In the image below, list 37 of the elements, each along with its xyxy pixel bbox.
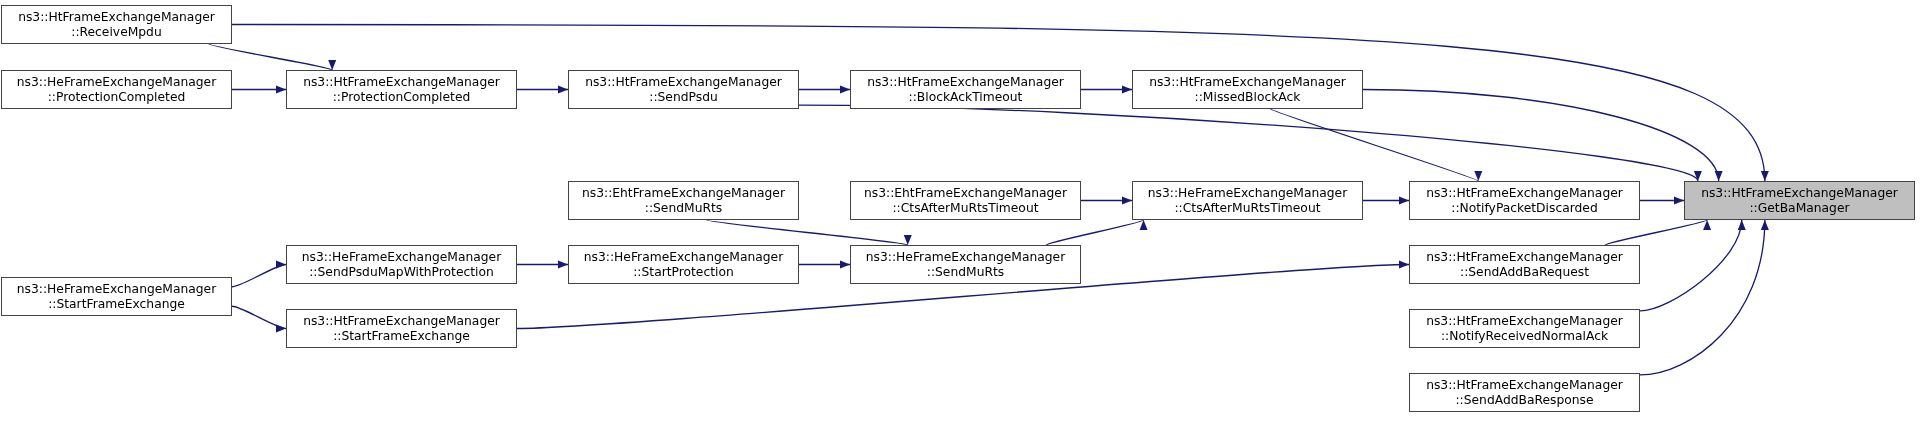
function-box: ns3::HtFrameExchangeManager ::NotifyPacketDiscarded [1409, 181, 1640, 220]
function-box: ns3::HtFrameExchangeManager ::ProtectionCompleted [286, 70, 517, 109]
arrow [1639, 219, 1769, 376]
function-box: ns3::HtFrameExchangeManager ::StartFrameExchange [286, 309, 517, 348]
function-box: ns3::HeFrameExchangeManager ::StartProtection [568, 245, 799, 284]
function-box: ns3::HtFrameExchangeManager ::ReceiveMpdu [1, 5, 232, 44]
arrow [231, 305, 287, 331]
highlighted-function-box: ns3::HtFrameExchangeManager ::GetBaManager [1684, 181, 1915, 220]
arrow [1362, 196, 1410, 205]
function-box: ns3::HtFrameExchangeManager ::MissedBlockAck [1132, 70, 1363, 109]
arrow [1080, 85, 1133, 94]
function-box: ns3::HeFrameExchangeManager ::StartFrameExchange [1, 277, 232, 316]
arrow [1639, 219, 1745, 312]
arrow [1080, 196, 1133, 205]
function-box: ns3::HeFrameExchangeManager ::SendPsduMapWithProtection [286, 245, 517, 284]
arrow [516, 260, 569, 269]
arrow [1639, 196, 1685, 205]
arrow [231, 23, 1767, 182]
arrow [1362, 88, 1720, 182]
arrow [516, 85, 569, 94]
function-box: ns3::HtFrameExchangeManager ::SendAddBaResponse [1409, 373, 1640, 412]
function-box: ns3::HtFrameExchangeManager ::NotifyReceivedNormalAck [1409, 309, 1640, 348]
arrow [1604, 219, 1708, 246]
function-box: ns3::EhtFrameExchangeManager ::SendMuRts [568, 181, 799, 220]
function-box: ns3::HtFrameExchangeManager ::BlockAckTimeout [850, 70, 1081, 109]
function-box: ns3::HtFrameExchangeManager ::SendAddBaRequest [1409, 245, 1640, 284]
arrow [231, 262, 287, 288]
arrow [798, 85, 851, 94]
arrow [231, 85, 287, 94]
arrow [1045, 219, 1145, 246]
function-box: ns3::EhtFrameExchangeManager ::CtsAfterMuRtsTimeout [850, 181, 1081, 220]
function-box: ns3::HeFrameExchangeManager ::ProtectionCompleted [1, 70, 232, 109]
function-box: ns3::HtFrameExchangeManager ::SendPsdu [568, 70, 799, 109]
arrow [798, 260, 851, 269]
arrow [516, 260, 1410, 330]
function-box: ns3::HeFrameExchangeManager ::CtsAfterMuRtsTimeout [1132, 181, 1363, 220]
function-box: ns3::HeFrameExchangeManager ::SendMuRts [850, 245, 1081, 284]
